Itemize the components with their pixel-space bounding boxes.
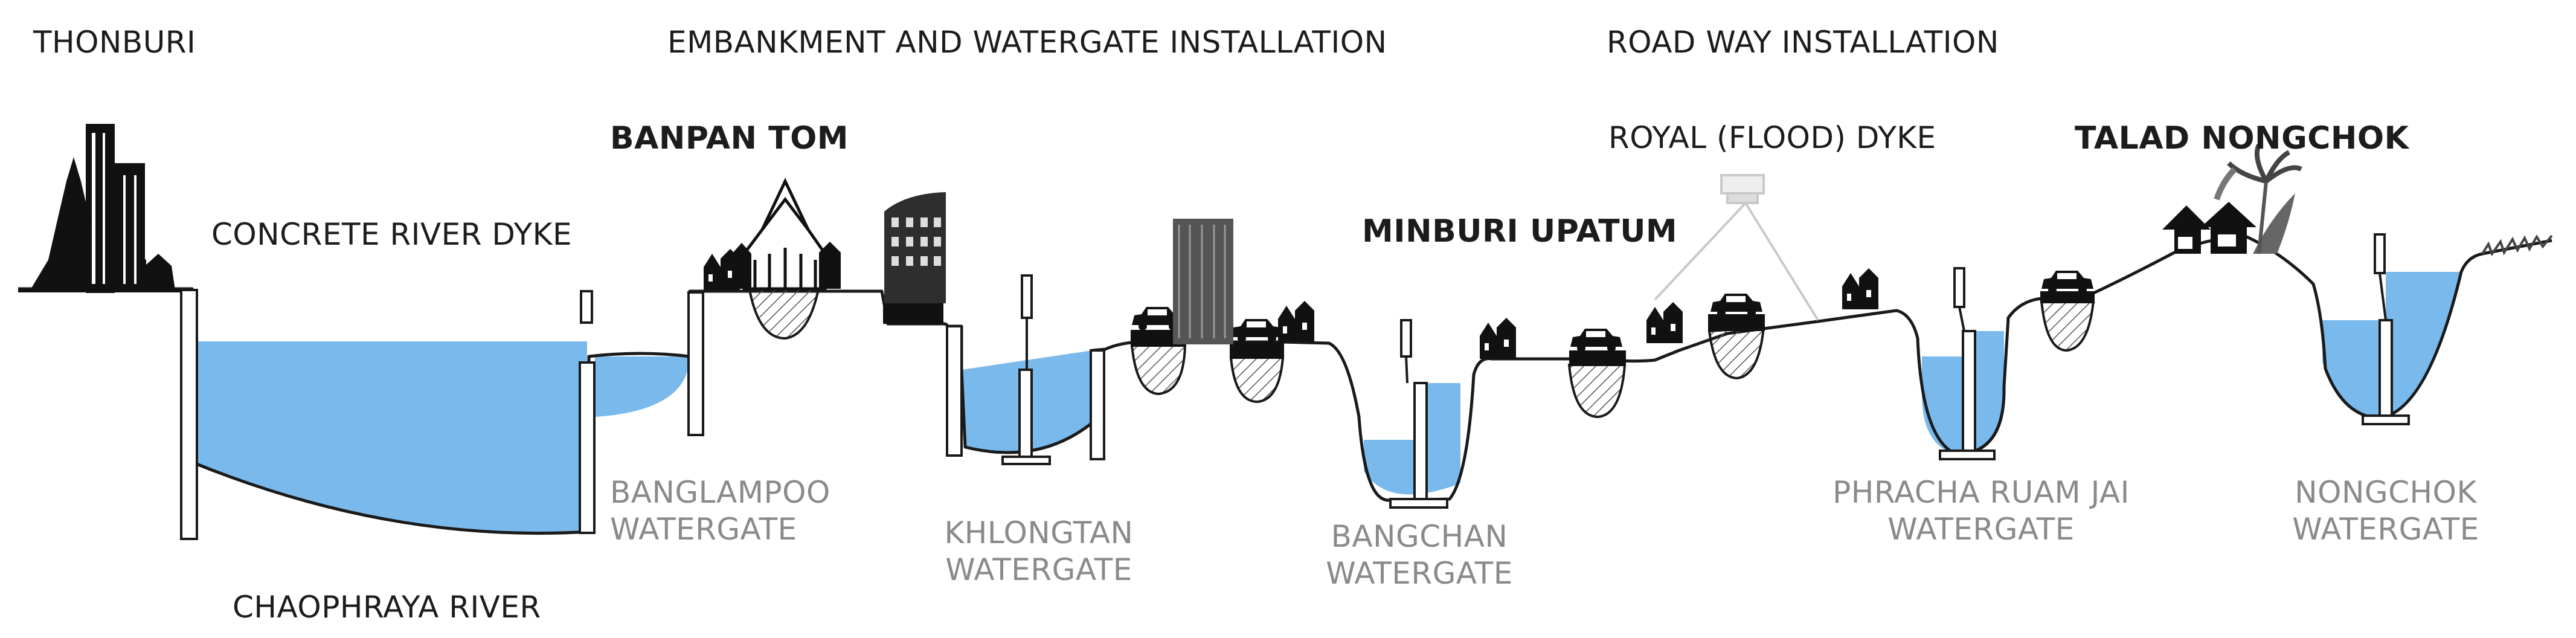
car-icons <box>883 271 2095 366</box>
label-nongchok-watergate: NONGCHOK WATERGATE <box>2283 474 2488 548</box>
bangchan-line1: BANGCHAN <box>1331 519 1508 554</box>
place-talad-nongchok: TALAD NONGCHOK <box>2075 120 2409 156</box>
banpan-wall <box>687 291 704 436</box>
label-chaophraya-river: CHAOPHRAYA RIVER <box>233 590 541 625</box>
khlongtan-line2: WATERGATE <box>945 552 1132 587</box>
header-embankment: EMBANKMENT AND WATERGATE INSTALLATION <box>667 25 1387 60</box>
phracha-gate-shaft <box>1962 330 1976 453</box>
phracha-line1: PHRACHA RUAM JAI <box>1832 475 2130 510</box>
thonburi-skyline-icon <box>18 124 181 293</box>
khlongtan-line1: KHLONGTAN <box>944 515 1134 550</box>
label-banglampoo-watergate: BANGLAMPOO WATERGATE <box>610 474 830 548</box>
bangchan-canal-water <box>1364 383 1460 495</box>
header-thonburi: THONBURI <box>33 25 196 60</box>
nongchok-line2: WATERGATE <box>2292 512 2479 547</box>
grass-edge <box>2481 234 2553 257</box>
khlongtan-gate-shaft <box>1018 369 1033 459</box>
khlongtan-left-wall <box>946 325 963 457</box>
banpan-building-icon <box>884 192 946 303</box>
place-banpan-tom: BANPAN TOM <box>610 120 849 156</box>
chaophraya-river-water <box>192 341 587 533</box>
nongchok-gate-shaft <box>2378 319 2393 418</box>
banglampoo-canal-water <box>595 356 690 417</box>
header-roadway: ROAD WAY INSTALLATION <box>1607 25 1999 60</box>
label-phracha-ruam-jai-watergate: PHRACHA RUAM JAI WATERGATE <box>1818 474 2144 548</box>
nongchok-gate-post <box>2374 233 2386 274</box>
nongchok-line1: NONGCHOK <box>2295 475 2477 510</box>
khlongtan-gate-base <box>1001 456 1051 465</box>
bangchan-gate-post <box>1400 319 1412 358</box>
nongchok-gate-base <box>2362 414 2410 425</box>
phracha-gate-base <box>1939 450 1996 460</box>
khlongtan-gate-post <box>1021 274 1033 319</box>
concrete-river-dyke-wall <box>180 289 198 540</box>
label-concrete-river-dyke: CONCRETE RIVER DYKE <box>211 217 573 252</box>
banglampoo-line2: WATERGATE <box>610 512 797 547</box>
label-khlongtan-watergate: KHLONGTAN WATERGATE <box>939 515 1139 588</box>
banpan-temple-icon <box>732 178 841 291</box>
minburi-tower-icon <box>1173 219 1233 344</box>
bangchan-gate-shaft <box>1413 382 1428 505</box>
talad-nongchok-village-icon <box>2162 144 2302 254</box>
khlongtan-right-wall <box>1090 349 1105 460</box>
bangchan-gate-base <box>1389 498 1448 509</box>
bangchan-line2: WATERGATE <box>1326 556 1513 591</box>
royal-dyke-ghost-icon <box>1654 174 1819 321</box>
banglampoo-line1: BANGLAMPOO <box>610 475 830 510</box>
banglampoo-gate-post <box>580 290 593 324</box>
phracha-line2: WATERGATE <box>1887 512 2075 547</box>
road-embankments <box>747 285 2095 419</box>
phracha-gate-post <box>1953 267 1965 308</box>
place-minburi-upatum: MINBURI UPATUM <box>1362 213 1678 250</box>
label-royal-flood-dyke: ROYAL (FLOOD) DYKE <box>1608 120 1936 155</box>
banglampoo-watergate-wall <box>579 361 596 534</box>
label-bangchan-watergate: BANGCHAN WATERGATE <box>1323 518 1516 592</box>
